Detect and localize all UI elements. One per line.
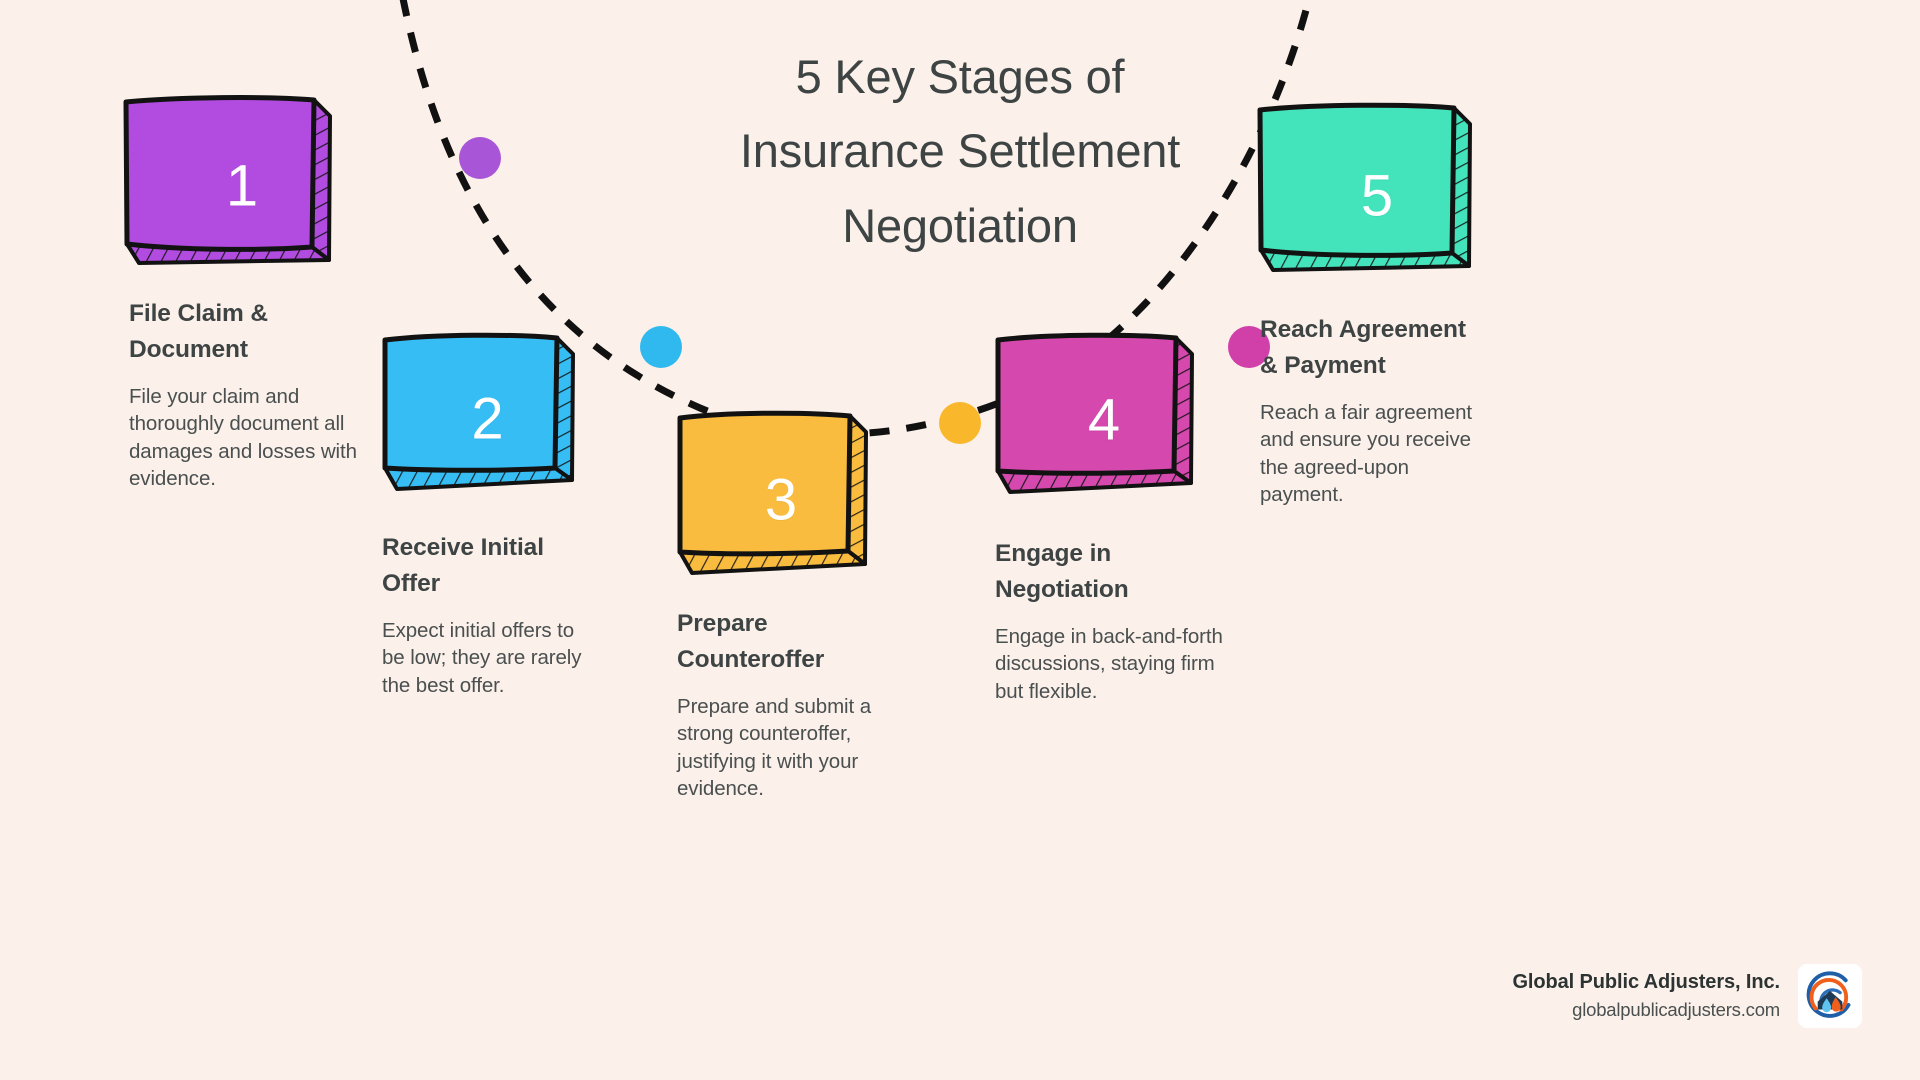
stage-card-2-text: Receive Initial Offer Expect initial off…: [382, 530, 598, 699]
path-dot-2: [640, 326, 682, 368]
footer-branding: Global Public Adjusters, Inc. globalpubl…: [1512, 964, 1862, 1028]
title-line-1: 5 Key Stages of: [795, 50, 1125, 103]
stage-card-1-heading-line-2: Document: [129, 335, 248, 363]
stage-card-1-box: 1: [118, 92, 366, 287]
title-line-2: Insurance Settlement: [739, 124, 1181, 178]
stage-card-5-description: Reach a fair agreement and ensure you re…: [1260, 401, 1473, 506]
stage-card-1-heading: File Claim & Document: [129, 296, 361, 367]
stage-card-2: 2 Receive Initial Offer Expect initial o…: [375, 328, 600, 697]
stage-card-1-text: File Claim & Document File your claim an…: [129, 296, 361, 492]
stage-card-3-box: 3: [670, 406, 892, 601]
stage-card-4-heading-line-2: Negotiation: [995, 575, 1129, 603]
stage-card-2-number: 2: [471, 386, 504, 452]
global-public-adjusters-logo: [1798, 964, 1862, 1028]
stage-card-3-heading: Prepare Counteroffer: [677, 606, 893, 677]
stage-card-1: 1 File Claim & Document File your claim …: [118, 92, 366, 490]
stage-card-3-heading-line-1: Prepare: [677, 610, 768, 637]
brand-name: Global Public Adjusters, Inc.: [1512, 971, 1780, 994]
page-title: 5 Key Stages of Insurance Settlement Neg…: [660, 40, 1260, 263]
stage-card-2-description: Expect initial offers to be low; they ar…: [382, 619, 582, 697]
stage-card-4: 4 Engage in Negotiation Engage in back-a…: [988, 328, 1223, 703]
stage-card-5-text: Reach Agreement & Payment Reach a fair a…: [1260, 312, 1485, 508]
stage-card-4-heading-line-1: Engage in: [995, 540, 1112, 567]
path-dot-3: [939, 402, 981, 444]
stage-card-1-description: File your claim and thoroughly document …: [129, 385, 357, 490]
stage-card-3-heading-line-2: Counteroffer: [677, 645, 825, 673]
stage-card-4-box: 4: [988, 328, 1220, 520]
stage-card-5-heading-line-1: Reach Agreement: [1260, 316, 1466, 343]
stage-card-5-number: 5: [1360, 163, 1394, 229]
stage-card-3: 3 Prepare Counteroffer Prepare and submi…: [670, 406, 892, 800]
stage-card-5: 5 Reach Agreement & Payment Reach a fair…: [1252, 100, 1502, 506]
footer-text: Global Public Adjusters, Inc. globalpubl…: [1512, 968, 1780, 1024]
stage-card-5-heading-line-2: & Payment: [1260, 351, 1386, 379]
stage-card-2-heading-line-1: Receive Initial: [382, 534, 544, 561]
stage-card-2-box: 2: [375, 328, 600, 518]
stage-card-3-number: 3: [764, 467, 798, 533]
stage-card-3-description: Prepare and submit a strong counteroffer…: [677, 695, 872, 800]
stage-card-1-number: 1: [225, 153, 259, 219]
stage-card-5-box: 5: [1252, 100, 1502, 300]
stage-card-1-heading-line-1: File Claim &: [129, 300, 269, 327]
stage-card-4-text: Engage in Negotiation Engage in back-and…: [995, 536, 1223, 705]
path-dot-1: [459, 137, 501, 179]
stage-card-2-heading-line-2: Offer: [382, 569, 441, 597]
stage-card-2-heading: Receive Initial Offer: [382, 530, 598, 601]
title-line-3: Negotiation: [842, 198, 1078, 252]
stage-card-4-heading: Engage in Negotiation: [995, 536, 1223, 607]
brand-url[interactable]: globalpublicadjusters.com: [1572, 999, 1780, 1021]
stage-card-4-description: Engage in back-and-forth discussions, st…: [995, 625, 1223, 703]
stage-card-3-text: Prepare Counteroffer Prepare and submit …: [677, 606, 893, 802]
stage-card-4-number: 4: [1087, 387, 1121, 453]
stage-card-5-heading: Reach Agreement & Payment: [1260, 312, 1485, 383]
